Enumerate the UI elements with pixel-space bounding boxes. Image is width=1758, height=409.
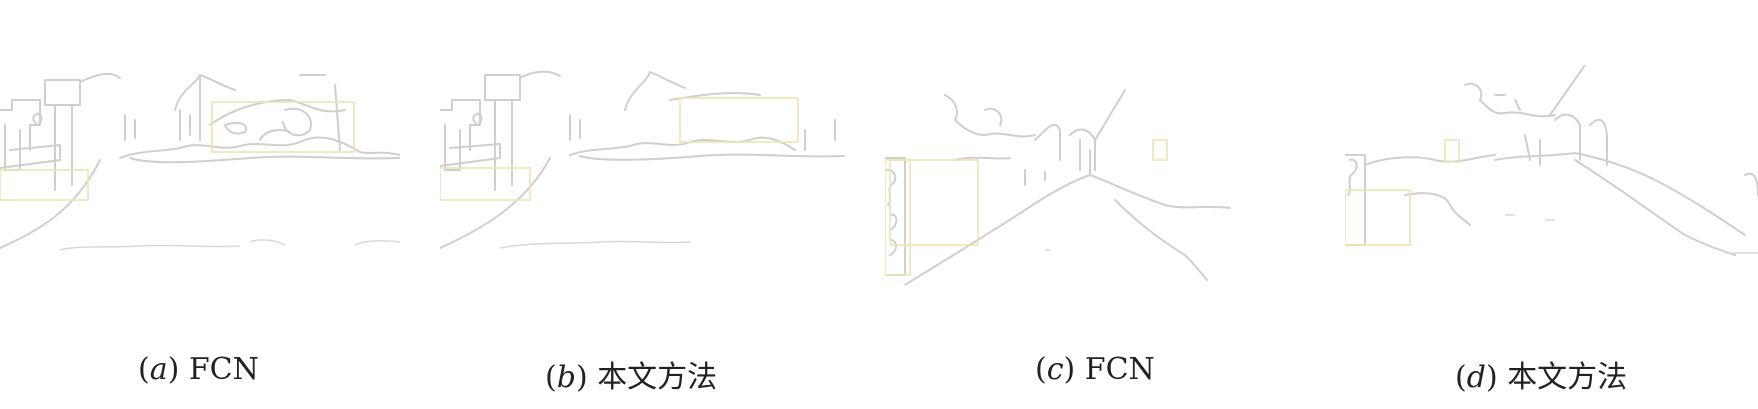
panel-b-image bbox=[440, 70, 845, 285]
caption-b-method: 本文方法 bbox=[597, 360, 718, 395]
caption-a-label: a bbox=[149, 352, 168, 387]
panel-a-image bbox=[0, 70, 400, 285]
caption-c: (c) FCN bbox=[1035, 352, 1155, 387]
caption-d: (d) 本文方法 bbox=[1455, 360, 1628, 395]
caption-a: (a) FCN bbox=[138, 352, 259, 387]
caption-b: (b) 本文方法 bbox=[545, 360, 718, 395]
caption-b-label: b bbox=[556, 360, 576, 395]
caption-d-label: d bbox=[1466, 360, 1486, 395]
panel-d-image bbox=[1345, 65, 1758, 280]
caption-c-label: c bbox=[1046, 352, 1064, 387]
caption-c-method: FCN bbox=[1084, 352, 1155, 387]
panel-c-image bbox=[885, 80, 1265, 285]
caption-a-method: FCN bbox=[188, 352, 259, 387]
caption-d-method: 本文方法 bbox=[1507, 360, 1628, 395]
